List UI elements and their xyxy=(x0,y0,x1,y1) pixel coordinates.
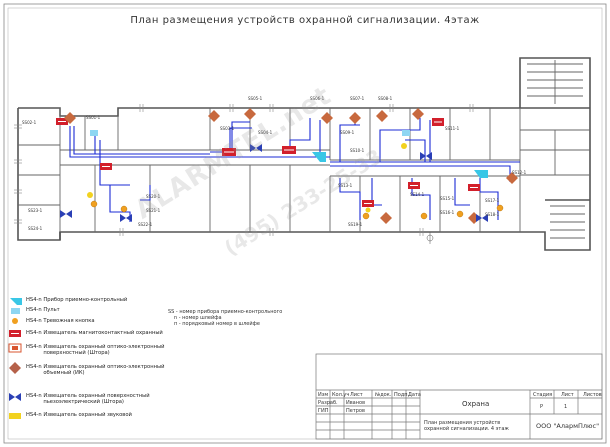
tb-role-razrab: Разраб. xyxy=(318,400,338,406)
legend-text: Извещатель охранный оптико-электронный п… xyxy=(43,344,165,356)
legend-note: SS - номер прибора приемно-контрольного … xyxy=(168,309,282,327)
tb-header-kol: Кол.уч xyxy=(332,392,350,398)
device-label: SS21-1 xyxy=(146,208,161,213)
tb-company: ООО "АлармПлюс" xyxy=(536,422,600,430)
legend-text: Пульт xyxy=(43,307,60,313)
device-label: SS09-1 xyxy=(340,130,355,135)
legend-item-curtain-detector: HS4-n Извещатель охранный оптико-электро… xyxy=(26,344,173,356)
device-label: SS14-1 xyxy=(410,192,425,197)
tb-role-gip: ГИП xyxy=(318,408,329,414)
legend-code: HS4-n xyxy=(26,297,42,303)
tb-header-data: Дата xyxy=(408,392,421,398)
tb-sheet-header: Лист xyxy=(561,392,574,398)
tb-sheet-desc: План размещения устройств охранной сигна… xyxy=(424,420,509,432)
device-label: SS15-1 xyxy=(440,196,455,201)
device-label: SS19-1 xyxy=(348,222,363,227)
device-label: SS13-1 xyxy=(338,183,353,188)
tb-header-podp: Подп. xyxy=(394,392,410,398)
device-label: SS24-1 xyxy=(28,226,43,231)
tb-header-izm: Изм xyxy=(318,392,329,398)
legend-text: Тревожная кнопка xyxy=(43,318,95,324)
device-label: SS23-1 xyxy=(28,208,43,213)
tb-name-gip: Петров xyxy=(346,408,365,414)
legend-code: HS4-n xyxy=(26,307,42,313)
legend-code: HS4-n xyxy=(26,330,42,336)
legend-item-keypad: HS4-n Пульт xyxy=(26,307,60,313)
device-label: SS18-1 xyxy=(485,212,500,217)
legend-item-magnetic-contact: HS4-n Извещатель магнитоконтактный охран… xyxy=(26,330,163,336)
device-label: SS02-1 xyxy=(22,120,37,125)
legend-code: HS4-n xyxy=(26,344,42,350)
drawing-title: План размещения устройств охранной сигна… xyxy=(130,15,480,26)
legend-item-panel: HS4-n Прибор приемно-контрольный xyxy=(26,297,127,303)
tb-sheet: 1 xyxy=(564,404,568,410)
legend-text: Прибор приемно-контрольный xyxy=(43,297,128,303)
tb-stage: Р xyxy=(540,404,544,410)
device-label: SS10-1 xyxy=(350,148,365,153)
legend-text: Извещатель охранный оптико-электронный о… xyxy=(43,364,165,376)
legend-code: HS4-n xyxy=(26,364,42,370)
legend-item-piezo-detector: HS4-n Извещатель охранный поверхностный … xyxy=(26,393,173,405)
alarm-buttons xyxy=(90,200,504,220)
tb-sheets-header: Листов xyxy=(583,392,602,398)
device-label: SS03-1 xyxy=(220,126,235,131)
device-label: SS22-1 xyxy=(138,222,153,227)
acoustic-detectors xyxy=(87,143,407,213)
legend-item-alarm-button: HS4-n Тревожная кнопка xyxy=(26,318,95,324)
device-label: SS07-1 xyxy=(350,96,365,101)
legend-item-ir-detector: HS4-n Извещатель охранный оптико-электро… xyxy=(26,364,173,376)
device-label: SS05-1 xyxy=(248,96,263,101)
tb-center-title: Охрана xyxy=(462,400,490,408)
device-label: SS12-1 xyxy=(512,170,527,175)
legend-note-line: п - порядковый номер в шлейфе xyxy=(174,321,260,327)
legend-item-acoustic-detector: HS4-n Извещатель охранный звуковой xyxy=(26,412,132,418)
device-label: SS17-1 xyxy=(485,198,500,203)
tb-stage-header: Стадия xyxy=(533,392,553,398)
legend-code: HS4-n xyxy=(26,318,42,324)
legend-code: HS4-n xyxy=(26,393,42,399)
title-block-frame xyxy=(315,353,603,440)
sheet-inner-border xyxy=(7,7,603,440)
piezo-detectors xyxy=(60,144,488,222)
tb-name-razrab: Иванов xyxy=(346,400,366,406)
tb-header-ndok: №док. xyxy=(375,392,392,398)
legend-note-line: n - номер шлейфа xyxy=(174,315,222,321)
device-label: SS08-1 xyxy=(378,96,393,101)
legend-code: HS4-n xyxy=(26,412,42,418)
device-label: SS11-1 xyxy=(445,126,460,131)
legend-text: Извещатель охранный звуковой xyxy=(43,412,132,418)
sheet-border xyxy=(3,3,607,444)
device-label: SS01-1 xyxy=(86,115,101,120)
magnetic-contacts xyxy=(56,118,480,207)
legend-piezo-icon xyxy=(9,393,21,401)
device-label: SS16-1 xyxy=(440,210,455,215)
building-walls xyxy=(17,57,591,251)
legend-note-line: SS - номер прибора приемно-контрольного xyxy=(168,309,283,315)
control-panels xyxy=(90,130,488,178)
tb-header-list: Лист xyxy=(350,392,363,398)
device-label: SS20-1 xyxy=(146,194,161,199)
riser-marker xyxy=(426,232,434,244)
device-label: SS04-1 xyxy=(258,130,273,135)
legend-text: Извещатель охранный поверхностный пьезоэ… xyxy=(43,393,150,405)
legend-icons xyxy=(8,298,22,419)
windows xyxy=(14,104,474,236)
device-label: SS06-1 xyxy=(310,96,325,101)
legend-text: Извещатель магнитоконтактный охранный xyxy=(43,330,163,336)
